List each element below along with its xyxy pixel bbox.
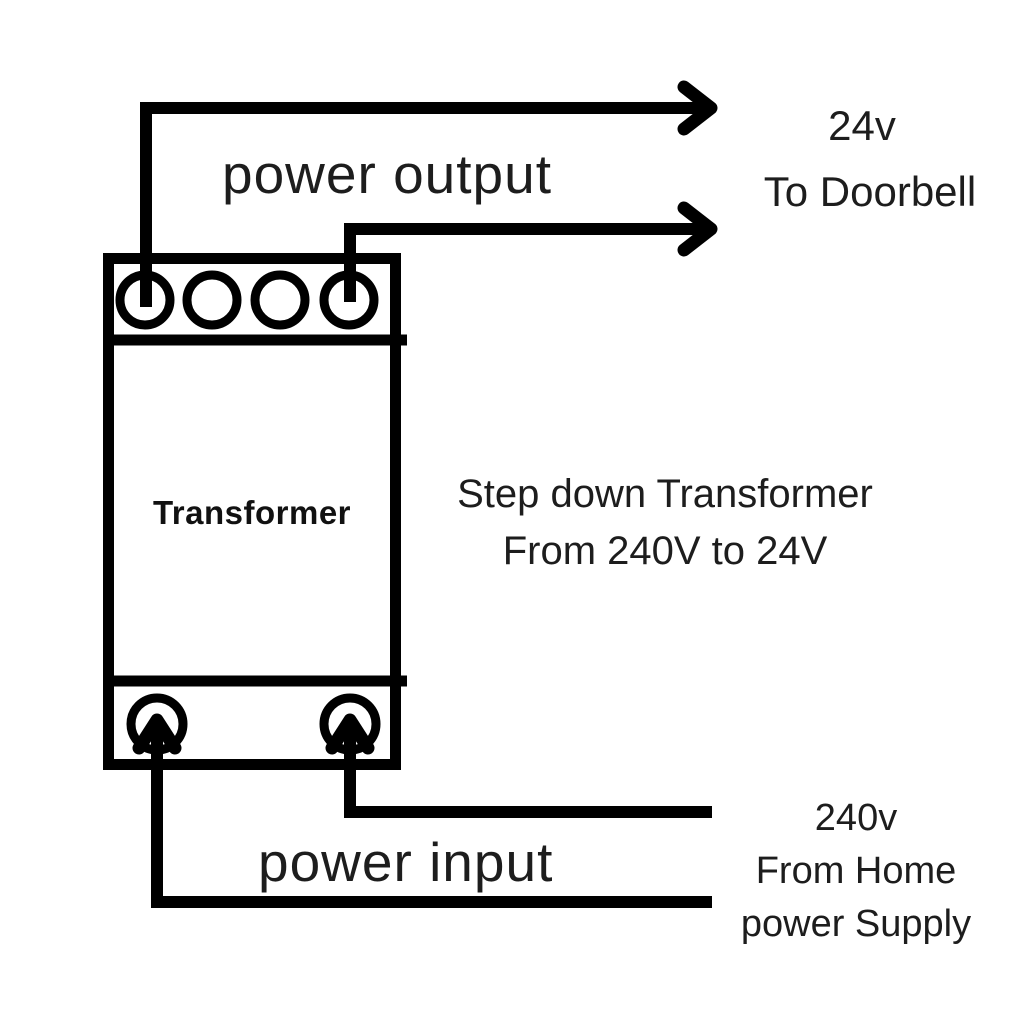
output-arrowhead-1-icon bbox=[677, 80, 718, 136]
output-destination-label: To Doorbell bbox=[763, 168, 977, 215]
output-terminal-2 bbox=[182, 270, 242, 330]
output-wire-1 bbox=[140, 102, 701, 307]
input-arrowhead-1-icon bbox=[132, 713, 182, 755]
output-terminal-3 bbox=[250, 270, 310, 330]
transformer-body bbox=[103, 253, 401, 770]
power-input-label: power input bbox=[258, 831, 554, 893]
input-voltage-label: 240v bbox=[814, 797, 898, 839]
output-voltage-label: 24v bbox=[828, 102, 896, 149]
input-source-line-2: power Supply bbox=[740, 903, 972, 946]
power-output-label: power output bbox=[222, 143, 552, 205]
description-line-2: From 240V to 24V bbox=[502, 528, 828, 573]
output-wire-2 bbox=[344, 223, 701, 302]
output-terminal-1 bbox=[115, 270, 175, 330]
output-arrowhead-2-icon bbox=[677, 201, 718, 257]
description-line-1: Step down Transformer bbox=[457, 472, 873, 516]
transformer-label: Transformer bbox=[152, 494, 352, 531]
description-block: Step down Transformer From 240V to 24V bbox=[430, 466, 900, 580]
output-terminal-4 bbox=[319, 270, 379, 330]
input-wire-1 bbox=[151, 722, 712, 908]
input-arrowhead-2-icon bbox=[325, 713, 375, 755]
input-wire-2 bbox=[344, 722, 712, 818]
input-source-block: 240v From Home power Supply bbox=[706, 792, 1006, 952]
input-source-line-1: From Home bbox=[755, 850, 957, 893]
